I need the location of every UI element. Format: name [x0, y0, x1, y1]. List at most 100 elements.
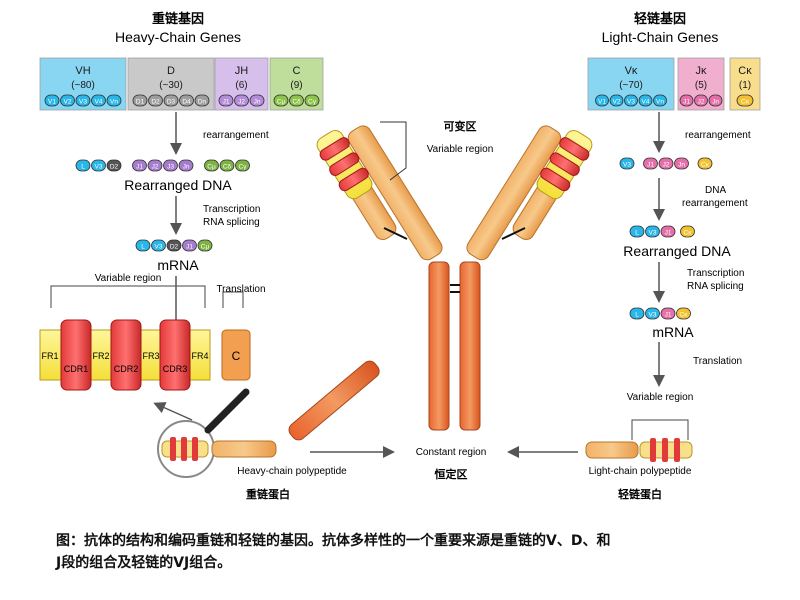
light-gene-2: Cκ (1) Cκ: [729, 57, 761, 111]
light-rdna-segment-2: J1: [660, 225, 676, 238]
svg-text:D2: D2: [110, 164, 119, 171]
light-gene-name-0: Vκ: [625, 65, 638, 77]
heavy-gene-name-3: C: [293, 65, 301, 77]
light-gene-count-1: (5): [695, 80, 707, 91]
svg-text:J2: J2: [238, 99, 245, 106]
magnifier-icon: [157, 388, 250, 478]
svg-text:J2: J2: [698, 99, 705, 106]
heavy-translation-label: Translation: [216, 284, 265, 295]
svg-text:J1: J1: [223, 99, 230, 106]
light-pre-segment-0: V3: [619, 157, 635, 170]
light-variable-bracket: [631, 419, 689, 440]
heavy-rdna-segment-5: J3: [163, 159, 178, 172]
antibody-variable-en: Variable region: [427, 144, 494, 155]
heavy-gene-1-segment-1: D2: [148, 94, 163, 107]
heavy-gene-count-1: (~30): [159, 80, 183, 91]
svg-text:Cκ: Cκ: [741, 99, 750, 106]
svg-text:V3: V3: [649, 230, 657, 237]
svg-text:Cμ: Cμ: [201, 244, 210, 251]
svg-text:J2: J2: [152, 164, 159, 171]
light-pre-segment-1: J1: [643, 157, 658, 170]
heavy-rearrangement-label: rearrangement: [203, 130, 269, 141]
figure-caption: 图：抗体的结构和编码重链和轻链的基因。抗体多样性的一个重要来源是重链的V、D、和…: [56, 530, 756, 574]
heavy-gene-0-segment-2: V3: [75, 94, 91, 107]
heavy-mrna-segment-0: L: [135, 239, 151, 252]
heavy-gene-0-segment-1: V2: [60, 94, 75, 107]
caption-line-2: J段的组合及轻链的VJ组合。: [56, 555, 232, 571]
svg-text:L: L: [141, 244, 145, 251]
heavy-gene-1-segment-4: Dn: [194, 94, 210, 107]
light-rearranged-dna-label: Rearranged DNA: [623, 243, 731, 259]
heavy-gene-1-segment-3: D4: [179, 94, 194, 107]
heavy-gene-name-2: JH: [235, 65, 249, 77]
svg-text:V3: V3: [79, 99, 87, 106]
light-gene-count-0: (~70): [619, 80, 643, 91]
light-gene-name-2: Cκ: [738, 65, 752, 77]
svg-text:J2: J2: [663, 162, 670, 169]
light-variable-region-label: Variable region: [627, 392, 694, 403]
svg-text:D4: D4: [182, 99, 191, 106]
light-mrna-segment-2: J1: [660, 307, 676, 320]
heavy-gene-1-segment-2: D3: [163, 94, 179, 107]
heavy-rdna-segment-3: J1: [132, 159, 147, 172]
domain-fr1: FR1: [41, 351, 58, 361]
heavy-rdna-segment-2: D2: [106, 159, 122, 172]
heavy-gene-3-segment-1: Cδ: [289, 94, 304, 107]
domain-fr3: FR3: [142, 351, 159, 361]
light-polypeptide-label: Light-chain polypeptide: [589, 466, 692, 477]
svg-text:V3: V3: [649, 312, 657, 319]
svg-text:L: L: [635, 312, 639, 319]
heavy-variable-bracket: [50, 285, 206, 308]
heavy-mrna-segment-2: D2: [166, 239, 182, 252]
heavy-mrna-label: mRNA: [157, 257, 199, 273]
svg-text:Cδ: Cδ: [223, 164, 232, 171]
heavy-gene-2-segment-2: Jn: [249, 94, 265, 107]
antibody-variable-bracket: [380, 121, 407, 181]
heavy-gene-0-segment-3: V4: [91, 94, 106, 107]
svg-text:Cγ: Cγ: [308, 99, 317, 106]
light-dna-label: DNA: [705, 185, 726, 196]
light-mrna-label: mRNA: [652, 324, 694, 340]
light-title-en: Light-Chain Genes: [602, 29, 719, 45]
svg-text:V2: V2: [64, 99, 72, 106]
svg-text:Jn: Jn: [183, 164, 190, 171]
domain-fr2: FR2: [92, 351, 109, 361]
light-mrna-segment-3: Cκ: [676, 307, 691, 320]
light-dna-rearrangement-label: rearrangement: [682, 198, 748, 209]
light-gene-0-segment-1: V2: [609, 94, 624, 107]
light-gene-name-1: Jκ: [696, 65, 708, 77]
heavy-domain-strip: FR1 CDR1 FR2 CDR2 FR3 CDR3 FR4 C: [39, 319, 251, 391]
light-pre-segment-4: Cκ: [697, 157, 713, 170]
antibody-structure: 可变区 Variable region Constant region 恒定区: [310, 119, 593, 481]
heavy-constant-bracket: [222, 291, 244, 308]
heavy-gene-count-2: (6): [235, 80, 247, 91]
domain-cdr2: CDR2: [114, 364, 139, 374]
svg-text:V3: V3: [95, 164, 103, 171]
heavy-polypeptide-label: Heavy-chain polypeptide: [237, 466, 347, 477]
heavy-gene-2-segment-1: J2: [234, 94, 249, 107]
svg-text:J1: J1: [136, 164, 143, 171]
light-gene-0-segment-3: V4: [638, 94, 653, 107]
light-gene-count-2: (1): [739, 80, 751, 91]
svg-text:Cδ: Cδ: [292, 99, 301, 106]
svg-text:Cκ: Cκ: [701, 162, 710, 169]
svg-text:J1: J1: [186, 244, 193, 251]
svg-text:J1: J1: [665, 230, 672, 237]
heavy-gene-name-0: VH: [75, 65, 90, 77]
light-gene-0-segment-4: Vn: [653, 94, 667, 107]
svg-text:J1: J1: [647, 162, 654, 169]
heavy-protein-cn: 重链蛋白: [246, 487, 290, 501]
svg-text:Jn: Jn: [678, 162, 685, 169]
light-mrna-segment-0: L: [629, 307, 645, 320]
heavy-rdna-segment-1: V3: [91, 159, 106, 172]
light-protein-cn: 轻链蛋白: [618, 487, 662, 501]
caption-line-1: 图：抗体的结构和编码重链和轻链的基因。抗体多样性的一个重要来源是重链的V、D、和: [56, 533, 611, 549]
heavy-gene-2: JH (6) J1 J2 Jn: [214, 57, 269, 111]
